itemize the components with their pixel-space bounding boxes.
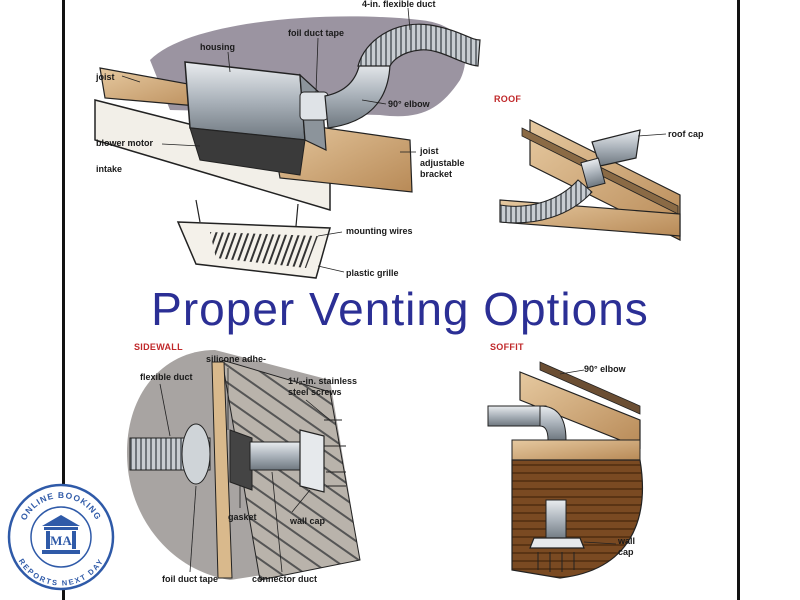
sidewall-wall-cap: [299, 429, 325, 493]
section-soffit: SOFFIT: [490, 342, 524, 352]
soffit-duct-vertical: [545, 499, 567, 541]
fan-assembly-illustration: 4-in. flexible duct foil duct tape housi…: [94, 0, 481, 279]
sidewall-foil-ring: [181, 423, 211, 485]
label-screws-2: steel screws: [288, 387, 342, 397]
page-title: Proper Venting Options: [151, 283, 649, 335]
roof-cap-pipe: [580, 157, 606, 189]
sidewall-leader-lines: [159, 368, 331, 573]
sidewall-screws: [324, 419, 346, 487]
label-adjustable-bracket-1: adjustable: [420, 158, 465, 168]
grille-slats: [210, 232, 318, 268]
label-blower-motor: blower motor: [96, 138, 153, 148]
label-wall-cap-side: wall cap: [289, 516, 326, 526]
sidewall-illustration: SIDEWALL silicone adhe- flexible duct 1¹…: [126, 342, 361, 584]
soffit-leader-lines: [559, 369, 617, 545]
section-sidewall: SIDEWALL: [134, 342, 183, 352]
sidewall-connector-duct: [249, 441, 307, 471]
label-gasket: gasket: [228, 512, 257, 522]
roof-flex-duct: [499, 179, 593, 224]
soffit-elbow: [539, 405, 567, 441]
soffit-plate: [511, 439, 641, 461]
fan-leader-lines: [121, 7, 416, 273]
label-joist-right: joist: [419, 146, 439, 156]
label-elbow-soffit: 90° elbow: [584, 364, 627, 374]
left-border-line: [62, 0, 65, 600]
label-wall-cap-soffit-1: wall: [617, 536, 635, 546]
label-silicone: silicone adhe-: [206, 354, 266, 364]
intake-opening: [189, 127, 306, 176]
right-border-line: [737, 0, 740, 600]
label-foil-duct-tape-top: foil duct tape: [288, 28, 344, 38]
label-plastic-grille: plastic grille: [346, 268, 399, 278]
label-adjustable-bracket-2: bracket: [420, 169, 452, 179]
foil-tape-shape: [299, 91, 329, 121]
building-icon: [42, 515, 80, 554]
soffit-airflow-arrows: [537, 552, 575, 572]
mounting-wire-left: [195, 199, 201, 223]
section-roof: ROOF: [494, 94, 521, 104]
label-flex-duct-top: 4-in. flexible duct: [362, 0, 436, 9]
label-mounting-wires: mounting wires: [346, 226, 413, 236]
label-connector-duct: connector duct: [252, 574, 317, 584]
sidewall-sheathing: [211, 361, 233, 579]
label-screws-1: 1¹/₂-in. stainless: [288, 376, 357, 386]
sidewall-gasket: [229, 429, 253, 491]
label-flexible-duct: flexible duct: [140, 372, 193, 382]
soffit-wall-cap: [529, 537, 585, 549]
label-housing: housing: [200, 42, 235, 52]
label-elbow-top: 90° elbow: [388, 99, 431, 109]
online-booking-badge: ONLINE BOOKING REPORTS NEXT DAY MA: [7, 483, 115, 591]
soffit-roof-edge: [539, 361, 641, 415]
label-wall-cap-soffit-2: cap: [618, 547, 634, 557]
badge-monogram: MA: [50, 533, 72, 548]
elbow-shape: [324, 61, 391, 129]
housing-shape: [184, 61, 306, 141]
label-foil-duct-tape-bottom: foil duct tape: [162, 574, 218, 584]
soffit-duct-horizontal: [487, 405, 547, 427]
roof-rafter: [529, 119, 681, 241]
soffit-illustration: SOFFIT 90° elbow wall cap: [487, 342, 643, 579]
soffit-board: [511, 459, 643, 579]
label-joist-left: joist: [95, 72, 115, 82]
roof-illustration: ROOF roof cap: [494, 94, 704, 241]
mounting-wire-right: [295, 203, 299, 227]
flex-duct-shape: [357, 23, 481, 67]
label-intake: intake: [96, 164, 122, 174]
label-roof-cap: roof cap: [668, 129, 704, 139]
